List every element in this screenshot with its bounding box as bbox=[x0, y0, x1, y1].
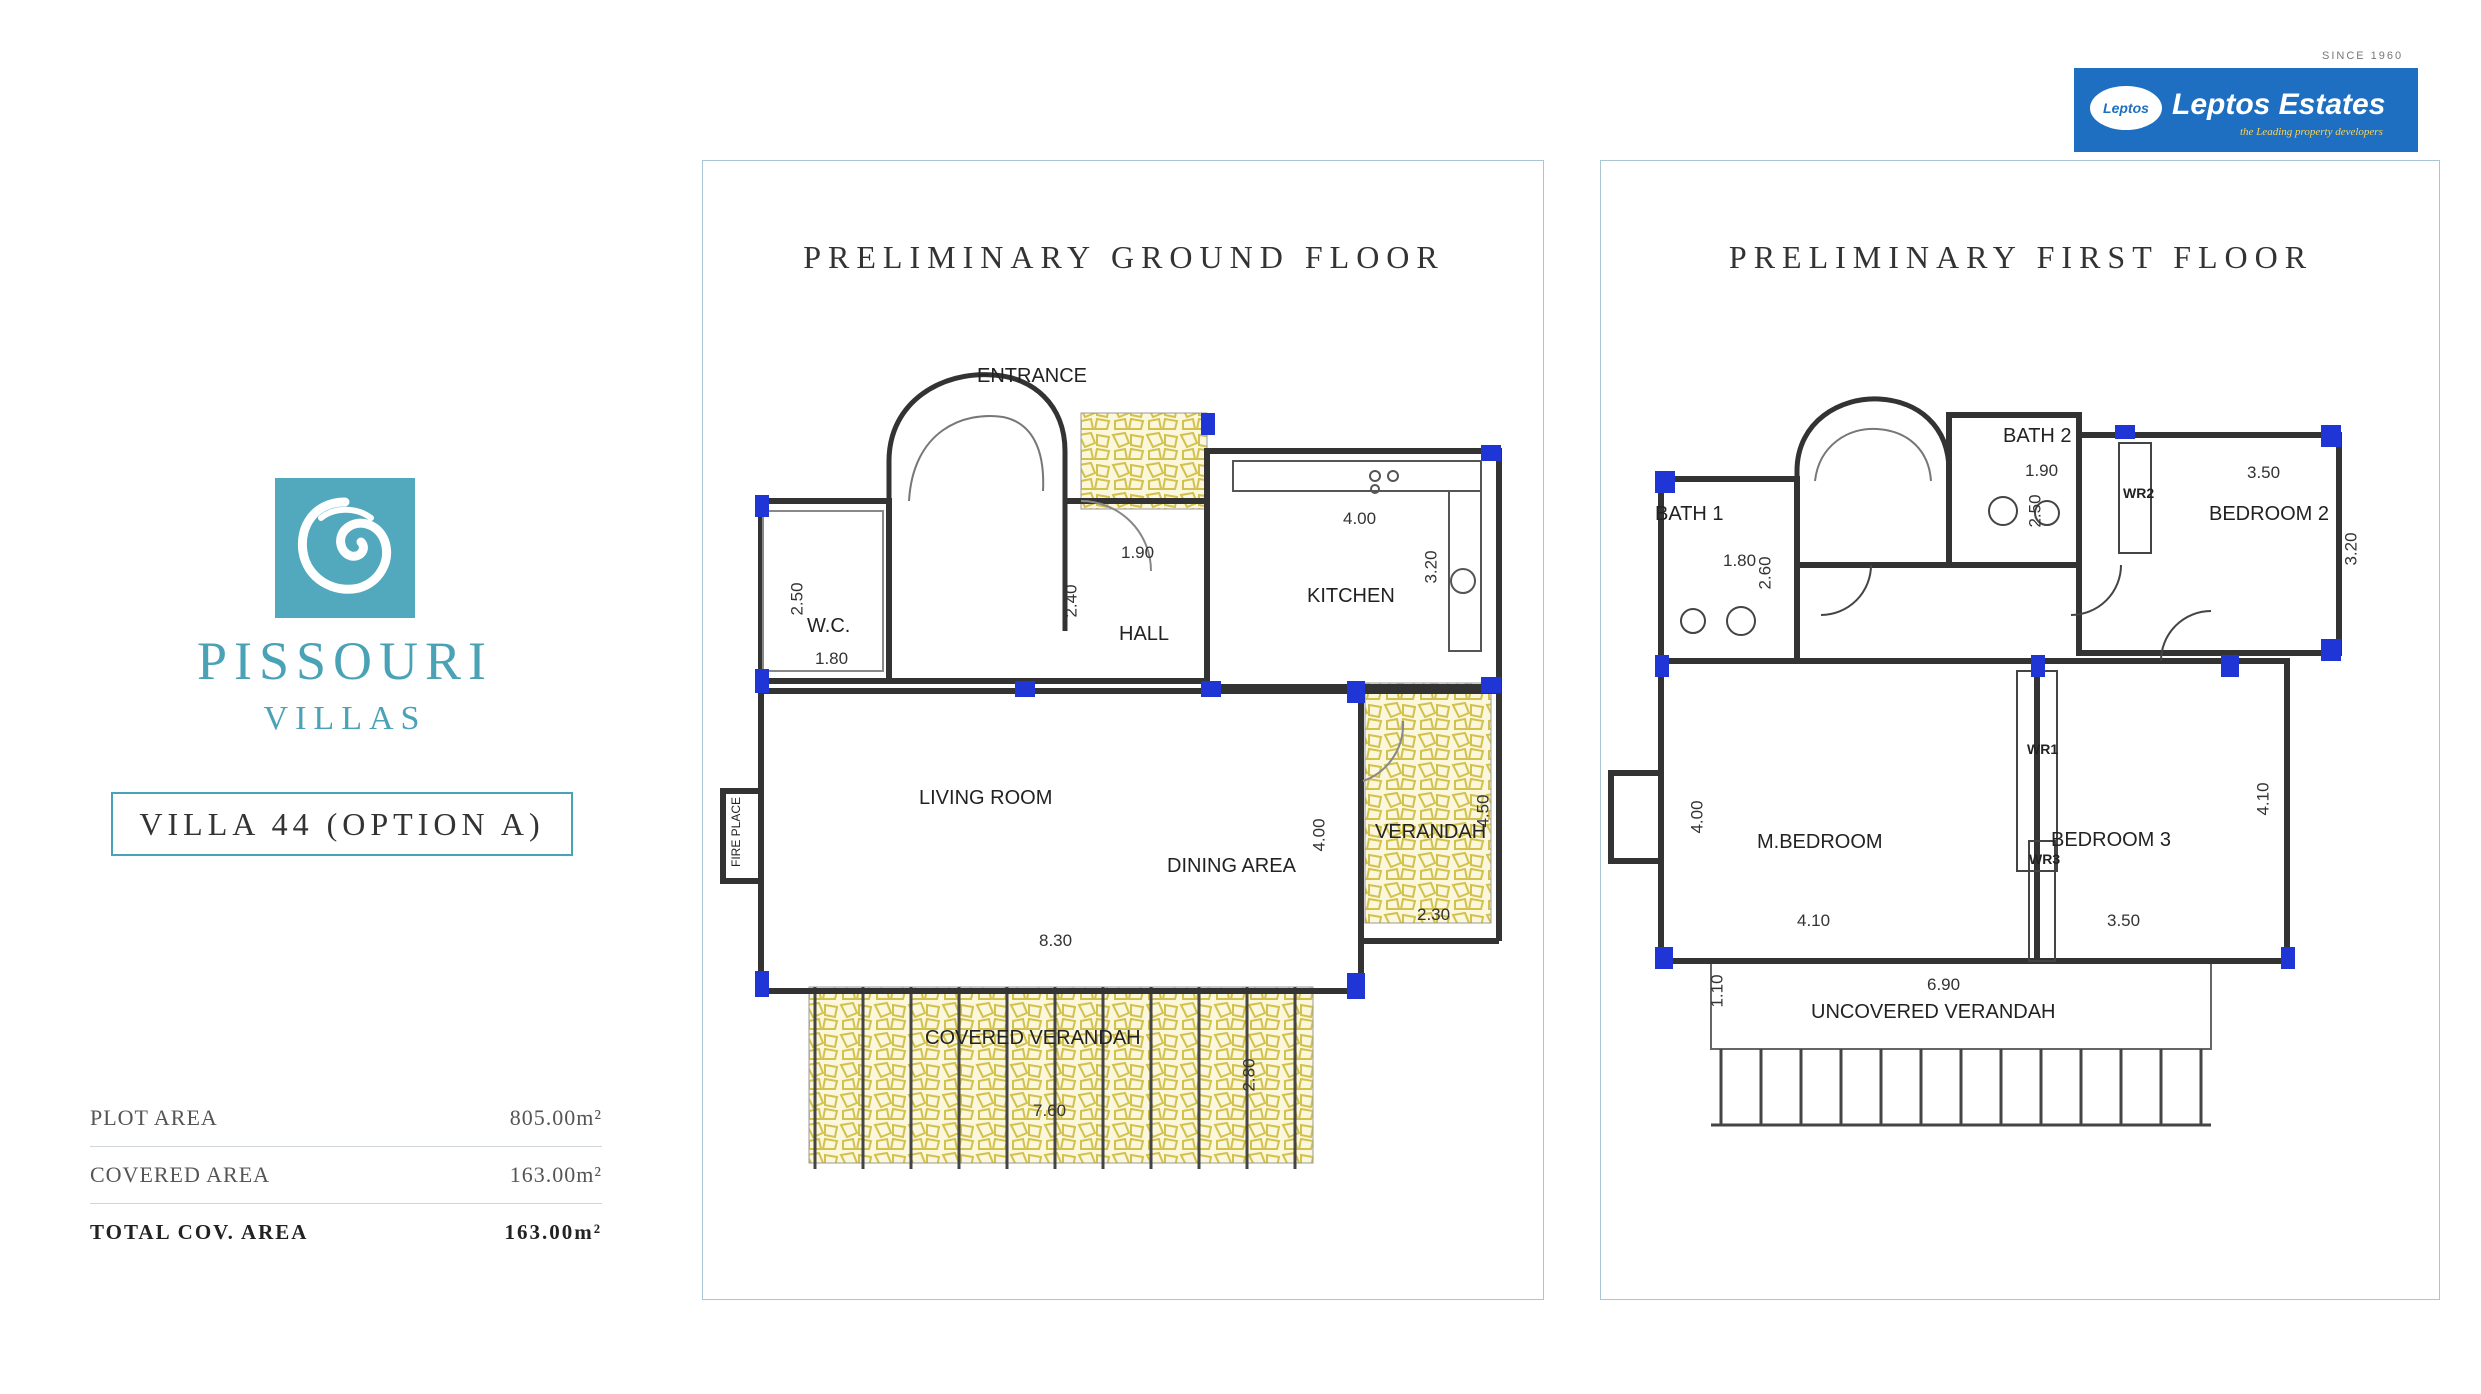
developer-badge: Leptos bbox=[2090, 86, 2162, 130]
covered-area-value: 163.00m² bbox=[509, 1162, 602, 1187]
dim-verandah-h: 4.50 bbox=[1473, 794, 1493, 828]
dim-hall-h: 2.40 bbox=[1061, 584, 1081, 618]
room-entrance: ENTRANCE bbox=[977, 365, 1088, 387]
ground-floor-panel: PRELIMINARY GROUND FLOOR bbox=[702, 160, 1544, 1300]
covered-area-row: COVERED AREA 163.00m² bbox=[90, 1147, 602, 1204]
pissouri-logo-mark bbox=[275, 478, 415, 618]
room-bedroom2: BEDROOM 2 bbox=[2209, 503, 2330, 525]
dim-verandah-w: 6.90 bbox=[1927, 975, 1961, 994]
dim-verandah-h: 1.10 bbox=[1707, 974, 1727, 1008]
room-dining: DINING AREA bbox=[1167, 855, 1296, 877]
first-floor-panel: PRELIMINARY FIRST FLOOR bbox=[1600, 160, 2440, 1300]
plot-area-row: PLOT AREA 805.00m² bbox=[90, 1090, 602, 1147]
dim-living-h: 4.00 bbox=[1309, 818, 1329, 852]
ground-floor-plan bbox=[720, 372, 1502, 1169]
room-hall: HALL bbox=[1119, 623, 1170, 645]
room-bath1: BATH 1 bbox=[1655, 503, 1724, 525]
project-name: PISSOURI bbox=[196, 631, 494, 691]
developer-name: Leptos Estates bbox=[2172, 88, 2386, 121]
covered-area-label: COVERED AREA bbox=[90, 1162, 271, 1187]
fireplace-label: FIRE PLACE bbox=[729, 796, 744, 868]
entrance-paving bbox=[1080, 412, 1208, 510]
ground-floor-title: PRELIMINARY GROUND FLOOR bbox=[803, 239, 1445, 275]
developer-tagline: the Leading property developers bbox=[2240, 126, 2383, 138]
plot-area-value: 805.00m² bbox=[509, 1105, 602, 1130]
developer-since: SINCE 1960 bbox=[2322, 50, 2404, 62]
dim-bath1-h: 2.60 bbox=[1755, 556, 1775, 590]
first-floor-title: PRELIMINARY FIRST FLOOR bbox=[1728, 239, 2314, 275]
dim-covered-h: 2.80 bbox=[1239, 1058, 1259, 1092]
room-wc: W.C. bbox=[807, 615, 851, 637]
dim-bath2-h: 2.50 bbox=[2025, 494, 2045, 528]
room-bedroom3: BEDROOM 3 bbox=[2051, 829, 2172, 851]
project-subtitle: VILLAS bbox=[263, 700, 427, 737]
room-master-bedroom: M.BEDROOM bbox=[1757, 831, 1883, 853]
dim-bath2-w: 1.90 bbox=[2025, 461, 2059, 480]
total-area-row: TOTAL COV. AREA 163.00m² bbox=[90, 1204, 602, 1260]
dim-mbed-w: 4.10 bbox=[1797, 911, 1831, 930]
wave-icon bbox=[297, 497, 391, 594]
dim-bedroom3-h: 4.10 bbox=[2253, 782, 2273, 816]
wardrobe-wr3: WR3 bbox=[2029, 851, 2061, 867]
room-covered-verandah: COVERED VERANDAH bbox=[925, 1027, 1141, 1049]
dim-wc-h: 2.50 bbox=[787, 582, 807, 616]
dim-bedroom3-w: 3.50 bbox=[2107, 911, 2141, 930]
dim-kitchen-w: 4.00 bbox=[1343, 509, 1377, 528]
total-area-value: 163.00m² bbox=[504, 1219, 602, 1244]
first-floor-plan bbox=[1608, 396, 2342, 1127]
wardrobe-wr2: WR2 bbox=[2123, 485, 2155, 501]
dim-bedroom2-w: 3.50 bbox=[2247, 463, 2281, 482]
plot-area-label: PLOT AREA bbox=[90, 1105, 218, 1130]
room-kitchen: KITCHEN bbox=[1307, 585, 1395, 607]
wardrobe-wr1: WR1 bbox=[2027, 741, 2059, 757]
dim-bath1-w: 1.80 bbox=[1723, 551, 1757, 570]
room-verandah: VERANDAH bbox=[1375, 821, 1487, 843]
dim-mbed-h: 4.00 bbox=[1687, 800, 1707, 834]
covered-verandah-paving bbox=[808, 986, 1314, 1164]
dim-kitchen-h: 3.20 bbox=[1421, 550, 1441, 584]
dim-covered-w: 7.60 bbox=[1033, 1101, 1067, 1120]
dim-living-w: 8.30 bbox=[1039, 931, 1073, 950]
villa-label: VILLA 44 (OPTION A) bbox=[111, 792, 573, 856]
dim-hall-w: 1.90 bbox=[1121, 543, 1155, 562]
dim-verandah-w: 2.30 bbox=[1417, 905, 1451, 924]
room-living: LIVING ROOM bbox=[919, 787, 1053, 809]
total-area-label: TOTAL COV. AREA bbox=[90, 1219, 309, 1244]
verandah-paving bbox=[1364, 682, 1492, 924]
dim-bedroom2-h: 3.20 bbox=[2341, 532, 2361, 566]
dim-wc-w: 1.80 bbox=[815, 649, 849, 668]
area-summary: PLOT AREA 805.00m² COVERED AREA 163.00m²… bbox=[90, 1090, 602, 1260]
room-bath2: BATH 2 bbox=[2003, 425, 2072, 447]
room-uncovered-verandah: UNCOVERED VERANDAH bbox=[1811, 1001, 2056, 1023]
